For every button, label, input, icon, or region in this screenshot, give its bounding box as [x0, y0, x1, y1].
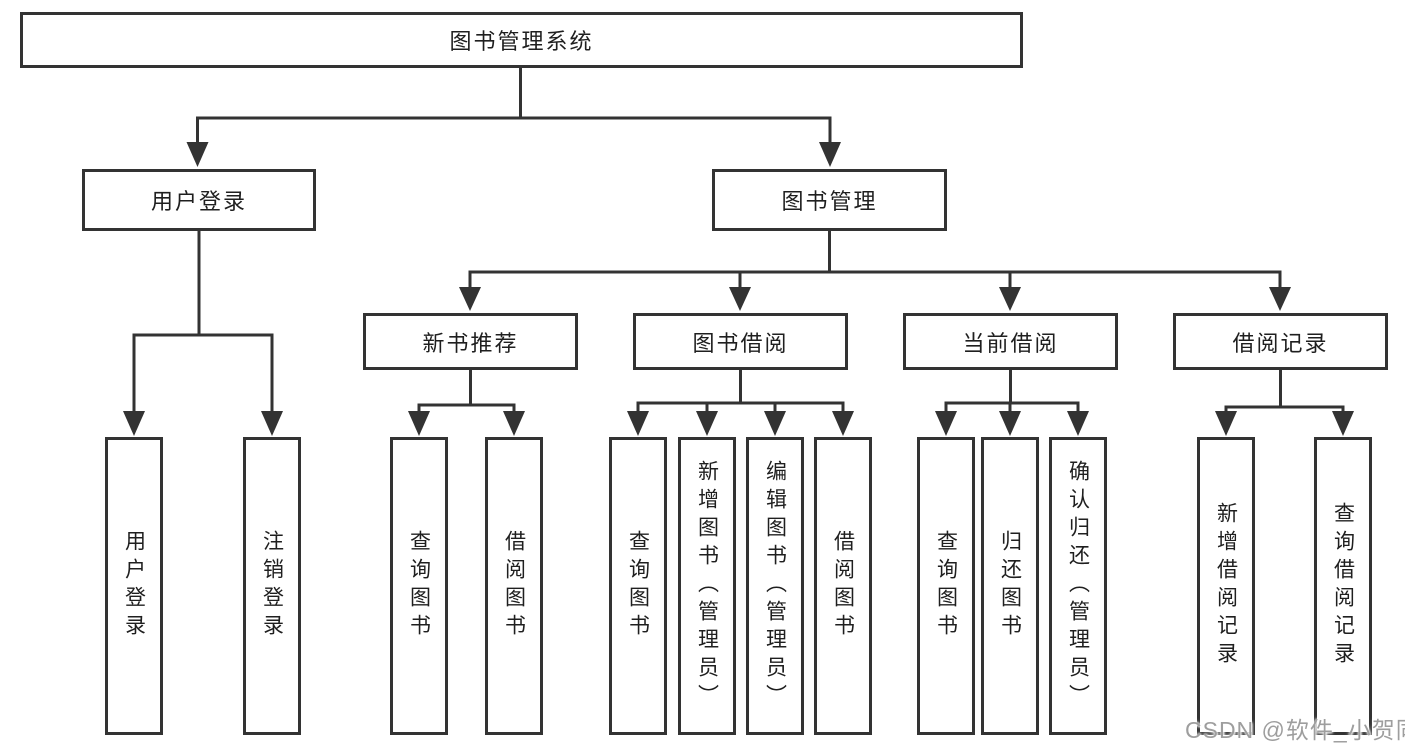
- node-book-management: 图书管理: [712, 169, 947, 231]
- node-label: 当前借阅: [962, 330, 1059, 356]
- arrow-down-icon: [459, 287, 481, 311]
- connector-book-mgmt-split: [459, 231, 1291, 311]
- node-label: 用户登录: [122, 530, 146, 642]
- leaf-confirm-return-admin: 确认归还（管理员）: [1049, 437, 1107, 735]
- node-label: 查询图书: [934, 530, 958, 642]
- arrow-down-icon: [503, 411, 525, 436]
- connector-user-login-split: [123, 231, 283, 436]
- arrow-down-icon: [261, 411, 283, 436]
- connector-current-borrow-split: [935, 370, 1089, 436]
- arrow-down-icon: [935, 411, 957, 436]
- connector-book-borrow-split: [627, 370, 854, 436]
- leaf-query-books-1: 查询图书: [390, 437, 448, 735]
- node-label: 注销登录: [260, 530, 284, 642]
- node-label: 查询借阅记录: [1331, 502, 1355, 670]
- leaf-edit-books-admin: 编辑图书（管理员）: [746, 437, 804, 735]
- arrow-down-icon: [764, 411, 786, 436]
- leaf-logout-login: 注销登录: [243, 437, 301, 735]
- leaf-query-books-3: 查询图书: [917, 437, 975, 735]
- leaf-borrow-books-2: 借阅图书: [814, 437, 872, 735]
- node-label: 归还图书: [998, 530, 1022, 642]
- connector-borrow-records-split: [1215, 370, 1354, 436]
- leaf-borrow-books-1: 借阅图书: [485, 437, 543, 735]
- node-book-borrow: 图书借阅: [633, 313, 848, 370]
- connector-root-split: [186, 66, 841, 167]
- arrow-down-icon: [186, 142, 209, 167]
- arrow-down-icon: [1269, 287, 1291, 311]
- leaf-return-books: 归还图书: [981, 437, 1039, 735]
- arrow-down-icon: [819, 142, 841, 167]
- node-label: 借阅图书: [831, 530, 855, 642]
- node-user-login: 用户登录: [82, 169, 316, 231]
- node-label: 查询图书: [626, 530, 650, 642]
- arrow-down-icon: [1067, 411, 1089, 436]
- arrow-down-icon: [627, 411, 649, 436]
- node-label: 查询图书: [407, 530, 431, 642]
- arrow-down-icon: [999, 287, 1021, 311]
- arrow-down-icon: [123, 411, 145, 436]
- node-label: 新增借阅记录: [1214, 502, 1238, 670]
- arrow-down-icon: [1215, 411, 1237, 436]
- leaf-query-books-2: 查询图书: [609, 437, 667, 735]
- arrow-down-icon: [729, 287, 751, 311]
- leaf-user-login: 用户登录: [105, 437, 163, 735]
- node-label: 图书管理系统: [449, 29, 594, 54]
- leaf-query-borrow-record: 查询借阅记录: [1314, 437, 1372, 735]
- arrow-down-icon: [696, 411, 718, 436]
- node-label: 新增图书（管理员）: [695, 460, 719, 712]
- node-new-book-recommend: 新书推荐: [363, 313, 578, 370]
- arrow-down-icon: [999, 411, 1021, 436]
- node-label: 借阅图书: [502, 530, 526, 642]
- leaf-add-books-admin: 新增图书（管理员）: [678, 437, 736, 735]
- arrow-down-icon: [1332, 411, 1354, 436]
- arrow-down-icon: [832, 411, 854, 436]
- arrow-down-icon: [408, 411, 430, 436]
- node-label: 图书管理: [781, 189, 878, 214]
- node-current-borrow: 当前借阅: [903, 313, 1118, 370]
- node-label: 图书借阅: [692, 330, 789, 356]
- node-label: 新书推荐: [422, 330, 519, 356]
- node-label: 用户登录: [150, 189, 247, 214]
- leaf-add-borrow-record: 新增借阅记录: [1197, 437, 1255, 735]
- node-root: 图书管理系统: [20, 12, 1023, 68]
- node-borrow-records: 借阅记录: [1173, 313, 1388, 370]
- connector-new-books-split: [408, 370, 525, 436]
- node-label: 借阅记录: [1232, 330, 1329, 356]
- node-label: 编辑图书（管理员）: [763, 460, 787, 712]
- watermark: CSDN @软件_小贺同学: [1185, 717, 1405, 743]
- node-label: 确认归还（管理员）: [1066, 460, 1090, 712]
